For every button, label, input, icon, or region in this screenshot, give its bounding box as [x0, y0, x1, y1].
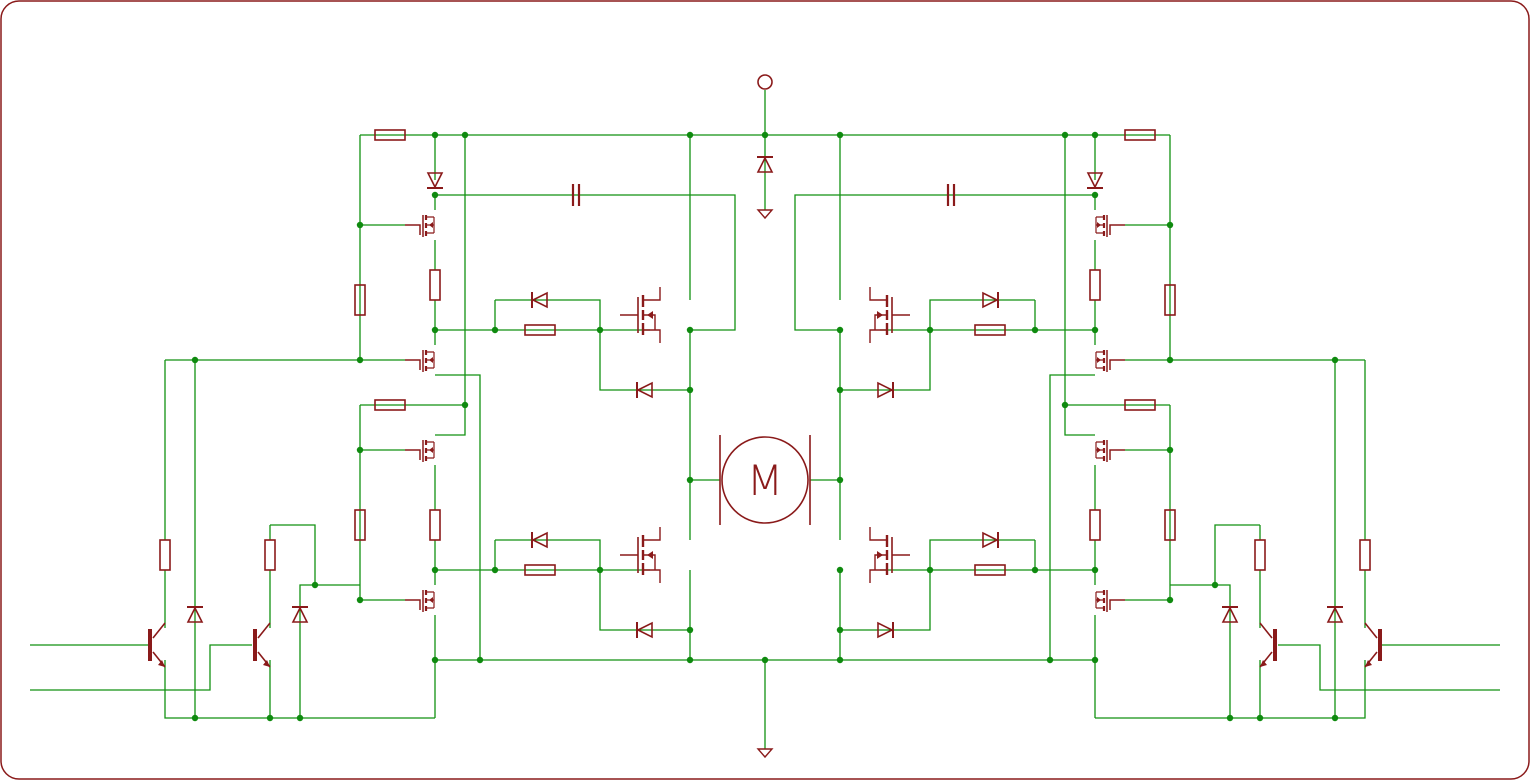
- ground-symbol-top: [756, 209, 774, 220]
- junction-dot: [1091, 566, 1099, 574]
- junction-dot: [356, 596, 364, 604]
- junction-dot: [1091, 131, 1099, 139]
- junction-dot: [431, 131, 439, 139]
- supply-terminal: [757, 74, 773, 90]
- power-mosfet: [618, 525, 662, 585]
- junction-dot: [686, 131, 694, 139]
- small-mosfet: [403, 438, 436, 464]
- junction-dot: [191, 356, 199, 364]
- small-mosfet: [403, 213, 436, 239]
- junction-dot: [1091, 656, 1099, 664]
- motor: M: [719, 435, 811, 525]
- junction-dot: [1166, 356, 1174, 364]
- junction-dot: [1331, 356, 1339, 364]
- junction-dot: [686, 326, 694, 334]
- capacitor: [946, 184, 956, 206]
- junction-dot: [836, 131, 844, 139]
- junction-dot: [356, 446, 364, 454]
- junction-dot: [836, 656, 844, 664]
- junction-dot: [1166, 596, 1174, 604]
- junction-dot: [1091, 326, 1099, 334]
- junction-dot: [356, 356, 364, 364]
- junction-dot: [461, 401, 469, 409]
- junction-dot: [1166, 446, 1174, 454]
- junction-dot: [431, 191, 439, 199]
- small-mosfet: [403, 588, 436, 614]
- junction-dot: [926, 326, 934, 334]
- power-mosfet: [618, 285, 662, 345]
- junction-dot: [1256, 714, 1264, 722]
- junction-dot: [431, 326, 439, 334]
- junction-dot: [1061, 401, 1069, 409]
- small-mosfet: [1094, 588, 1127, 614]
- resistor: [159, 539, 171, 571]
- resistor: [264, 539, 276, 571]
- small-mosfet: [1094, 213, 1127, 239]
- junction-dot: [461, 131, 469, 139]
- small-mosfet: [1094, 348, 1127, 374]
- junction-dot: [1166, 221, 1174, 229]
- junction-dot: [761, 131, 769, 139]
- resistor: [429, 509, 441, 541]
- small-mosfet: [1094, 438, 1127, 464]
- junction-dot: [431, 566, 439, 574]
- junction-dot: [431, 656, 439, 664]
- resistor: [1089, 269, 1101, 301]
- junction-dot: [926, 566, 934, 574]
- ground-symbol-bottom: [756, 748, 774, 759]
- junction-dot: [1331, 714, 1339, 722]
- components: M: [148, 74, 1382, 759]
- junction-dot: [1031, 566, 1039, 574]
- junction-dot: [686, 656, 694, 664]
- junction-dot: [491, 326, 499, 334]
- junction-dot: [1211, 581, 1219, 589]
- capacitor: [571, 184, 581, 206]
- resistor: [1359, 539, 1371, 571]
- junctions: [191, 131, 1339, 722]
- junction-dot: [1046, 656, 1054, 664]
- junction-dot: [686, 626, 694, 634]
- junction-dot: [491, 566, 499, 574]
- power-mosfet: [868, 285, 912, 345]
- resistor: [1254, 539, 1266, 571]
- junction-dot: [311, 581, 319, 589]
- bjt-transistor: [148, 621, 167, 669]
- junction-dot: [596, 566, 604, 574]
- junction-dot: [476, 656, 484, 664]
- junction-dot: [686, 476, 694, 484]
- bjt-transistor: [1258, 621, 1277, 669]
- bjt-transistor: [253, 621, 272, 669]
- wires: [30, 90, 1500, 750]
- junction-dot: [836, 476, 844, 484]
- small-mosfet: [403, 348, 436, 374]
- junction-dot: [761, 656, 769, 664]
- junction-dot: [356, 221, 364, 229]
- junction-dot: [686, 386, 694, 394]
- resistor: [429, 269, 441, 301]
- motor-label: M: [747, 456, 783, 505]
- junction-dot: [1091, 191, 1099, 199]
- junction-dot: [836, 386, 844, 394]
- junction-dot: [1226, 714, 1234, 722]
- junction-dot: [836, 566, 844, 574]
- bjt-transistor: [1363, 621, 1382, 669]
- junction-dot: [296, 714, 304, 722]
- junction-dot: [191, 714, 199, 722]
- junction-dot: [836, 326, 844, 334]
- junction-dot: [266, 714, 274, 722]
- junction-dot: [596, 326, 604, 334]
- junction-dot: [1061, 131, 1069, 139]
- power-mosfet: [868, 525, 912, 585]
- junction-dot: [1031, 326, 1039, 334]
- junction-dot: [836, 626, 844, 634]
- resistor: [1089, 509, 1101, 541]
